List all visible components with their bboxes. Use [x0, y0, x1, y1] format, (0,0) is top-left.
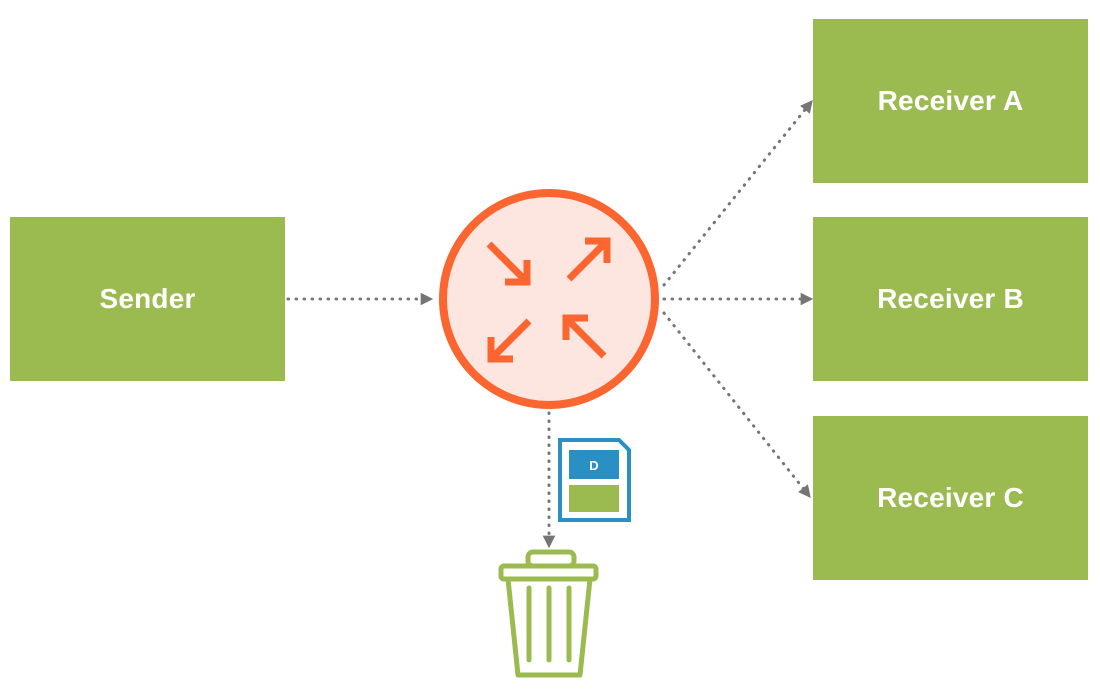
- receiver-c-node: Receiver C: [813, 416, 1088, 580]
- message-letter: D: [589, 458, 598, 473]
- router-icon: [439, 189, 659, 409]
- receiver-b-label: Receiver B: [877, 283, 1024, 314]
- receiver-b-node: Receiver B: [813, 217, 1088, 381]
- trash-can-icon: [498, 549, 599, 678]
- router-to-receiver-c-connector: [662, 311, 812, 499]
- sender-label: Sender: [99, 283, 196, 314]
- receiver-a-label: Receiver A: [877, 85, 1024, 116]
- sender-node: Sender: [10, 217, 285, 381]
- router-to-receiver-a-connector: [662, 99, 814, 287]
- message-document-icon: D: [558, 438, 631, 522]
- receiver-a-node: Receiver A: [813, 19, 1088, 183]
- receiver-c-label: Receiver C: [877, 482, 1024, 513]
